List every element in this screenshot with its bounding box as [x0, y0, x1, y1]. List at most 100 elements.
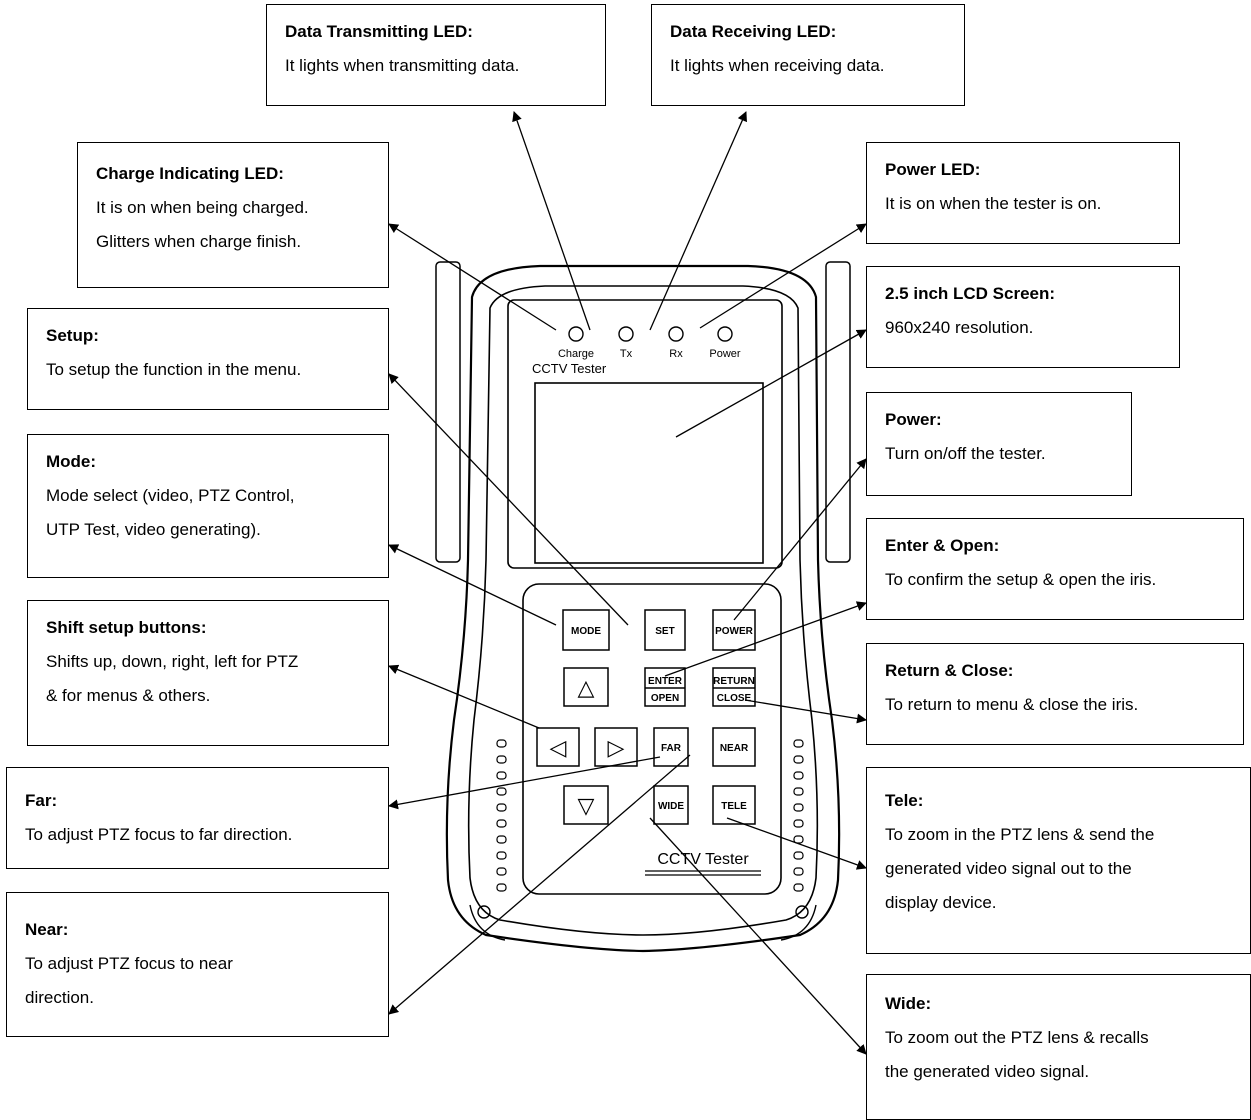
- charge-leader: [388, 223, 557, 331]
- callout-line: the generated video signal.: [885, 1062, 1090, 1081]
- setup-callout: Setup: To setup the function in the menu…: [27, 308, 389, 410]
- close-button-label: CLOSE: [717, 693, 752, 704]
- set-button[interactable]: [644, 609, 686, 651]
- return-close-button[interactable]: [712, 667, 756, 707]
- callout-line: It is on when being charged.: [96, 198, 309, 217]
- callout-line: To zoom out the PTZ lens & recalls: [885, 1028, 1149, 1047]
- side-ribs: [496, 739, 804, 892]
- return-leader: [744, 699, 867, 724]
- far-button[interactable]: [653, 727, 689, 767]
- up-button[interactable]: [563, 667, 609, 707]
- enter-open-callout: Enter & Open: To confirm the setup & ope…: [866, 518, 1244, 620]
- callout-line: Shifts up, down, right, left for PTZ: [46, 652, 299, 671]
- callout-title: Charge Indicating LED:: [96, 164, 284, 183]
- callout-line: Glitters when charge finish.: [96, 232, 302, 251]
- callout-line: direction.: [25, 988, 94, 1007]
- callout-line: To setup the function in the menu.: [46, 360, 302, 379]
- lcd-callout: 2.5 inch LCD Screen: 960x240 resolution.: [866, 266, 1180, 368]
- callout-line: To confirm the setup & open the iris.: [885, 570, 1157, 589]
- callout-title: Return & Close:: [885, 661, 1014, 680]
- return-close-callout: Return & Close: To return to menu & clos…: [866, 643, 1244, 745]
- power-callout: Power: Turn on/off the tester.: [866, 392, 1132, 496]
- lcd-screen: [534, 382, 764, 564]
- callout-line: Mode select (video, PTZ Control,: [46, 486, 295, 505]
- shift-callout: Shift setup buttons: Shifts up, down, ri…: [27, 600, 389, 746]
- callout-title: Far:: [25, 791, 58, 810]
- far-leader: [388, 756, 661, 810]
- near-button-label: NEAR: [720, 743, 749, 754]
- far-button-label: FAR: [661, 743, 682, 754]
- screen-brand-label: CCTV Tester: [532, 361, 607, 376]
- led-label-charge: Charge: [558, 348, 594, 360]
- wide-button[interactable]: [653, 785, 689, 825]
- near-button[interactable]: [712, 727, 756, 767]
- callout-title: Tele:: [885, 791, 924, 810]
- callout-line: It is on when the tester is on.: [885, 194, 1102, 213]
- callout-title: Power LED:: [885, 160, 981, 179]
- mode-callout: Mode: Mode select (video, PTZ Control, U…: [27, 434, 389, 578]
- callout-line: UTP Test, video generating).: [46, 520, 261, 539]
- led-row: [568, 326, 733, 342]
- tele-callout: Tele: To zoom in the PTZ lens & send the…: [866, 767, 1251, 954]
- power-led-icon: [717, 326, 733, 342]
- callout-title: Setup:: [46, 326, 99, 345]
- keypad-brand-label: CCTV Tester: [657, 851, 749, 868]
- callout-line: To return to menu & close the iris.: [885, 695, 1139, 714]
- near-leader: [388, 754, 691, 1015]
- enter-leader: [664, 601, 867, 677]
- led-label-power: Power: [709, 348, 741, 360]
- callout-line: & for menus & others.: [46, 686, 211, 705]
- callout-line: It lights when receiving data.: [670, 56, 885, 75]
- callout-line: 960x240 resolution.: [885, 318, 1034, 337]
- data-tx-callout: Data Transmitting LED: It lights when tr…: [266, 4, 606, 106]
- led-label-rx: Rx: [669, 348, 683, 360]
- shift-leader: [388, 664, 540, 729]
- callout-line: To adjust PTZ focus to near: [25, 954, 233, 973]
- callout-line: Turn on/off the tester.: [885, 444, 1046, 463]
- callout-title: Power:: [885, 410, 942, 429]
- mode-button[interactable]: [562, 609, 610, 651]
- mode-leader: [388, 544, 557, 626]
- callout-title: Shift setup buttons:: [46, 618, 207, 637]
- power-leader: [733, 458, 867, 621]
- rx-led-icon: [668, 326, 684, 342]
- power-led-callout: Power LED: It is on when the tester is o…: [866, 142, 1180, 244]
- data-rx-leader: [649, 111, 747, 331]
- enter-open-button[interactable]: [644, 667, 686, 707]
- data-tx-leader: [512, 111, 591, 331]
- callout-title: Wide:: [885, 994, 932, 1013]
- data-rx-callout: Data Receiving LED: It lights when recei…: [651, 4, 965, 106]
- lcd-leader: [675, 329, 867, 438]
- tele-button[interactable]: [712, 785, 756, 825]
- right-button[interactable]: [594, 727, 638, 767]
- right-arrow-icon: ▷: [608, 735, 625, 760]
- callout-title: Enter & Open:: [885, 536, 1000, 555]
- open-button-label: OPEN: [651, 693, 679, 704]
- callout-line: display device.: [885, 893, 997, 912]
- callout-title: 2.5 inch LCD Screen:: [885, 284, 1056, 303]
- side-grips: [435, 261, 851, 563]
- power-button-label: POWER: [715, 626, 754, 637]
- left-button[interactable]: [536, 727, 580, 767]
- charge-led-icon: [568, 326, 584, 342]
- callout-line: To zoom in the PTZ lens & send the: [885, 825, 1155, 844]
- leader-lines: [388, 111, 867, 1055]
- led-label-tx: Tx: [620, 348, 633, 360]
- down-arrow-icon: ▽: [578, 793, 595, 818]
- enter-button-label: ENTER: [648, 676, 683, 687]
- tele-leader: [726, 817, 867, 870]
- wide-leader: [649, 817, 867, 1055]
- left-arrow-icon: ◁: [550, 735, 567, 760]
- callout-title: Mode:: [46, 452, 97, 471]
- tx-led-icon: [618, 326, 634, 342]
- power-led-leader: [699, 223, 867, 329]
- set-button-label: SET: [655, 626, 674, 637]
- callout-line: generated video signal out to the: [885, 859, 1132, 878]
- near-callout: Near: To adjust PTZ focus to near direct…: [6, 892, 389, 1037]
- wide-button-label: WIDE: [658, 801, 684, 812]
- power-button[interactable]: [712, 609, 756, 651]
- wide-callout: Wide: To zoom out the PTZ lens & recalls…: [866, 974, 1251, 1120]
- callout-title: Near:: [25, 920, 69, 939]
- down-button[interactable]: [563, 785, 609, 825]
